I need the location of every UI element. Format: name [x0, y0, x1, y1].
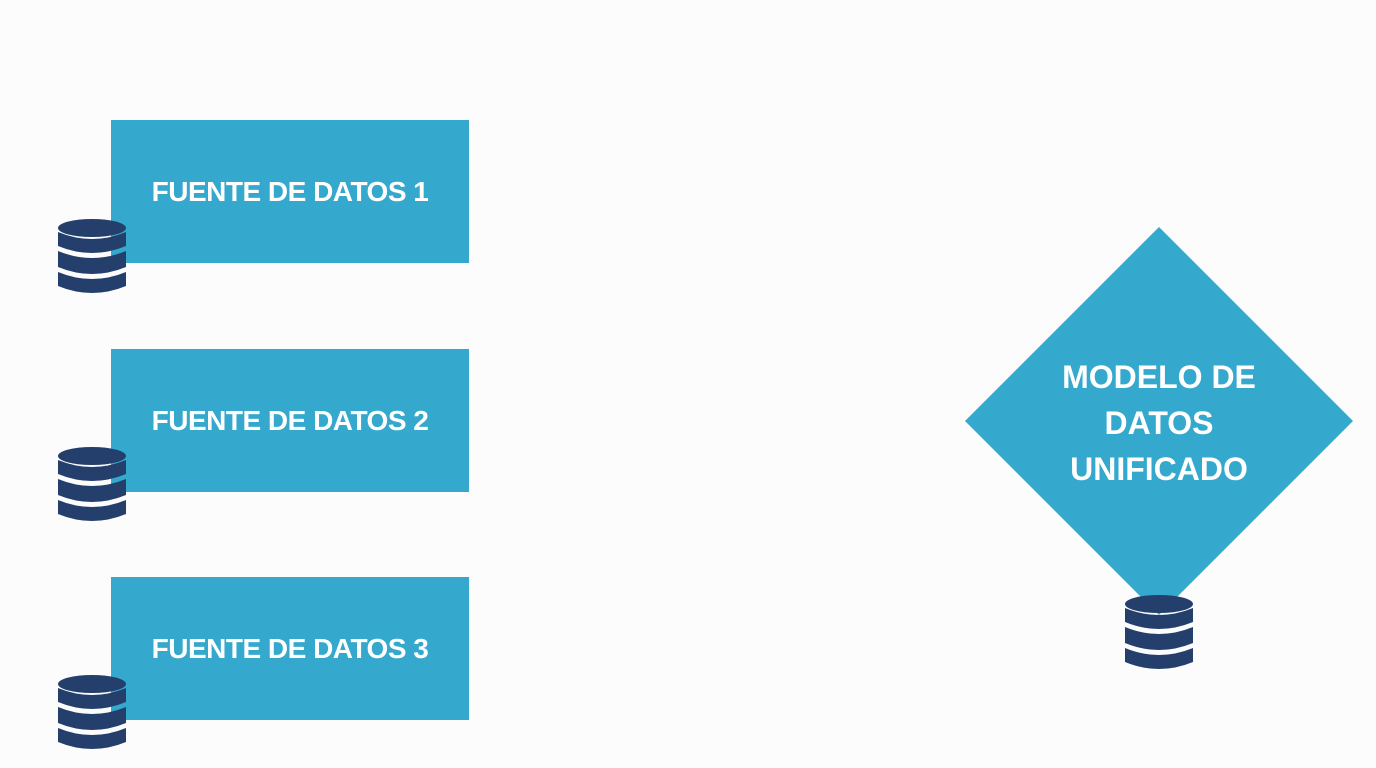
unified-model-label: MODELO DE DATOS UNIFICADO	[1062, 359, 1256, 487]
diamond-shape	[965, 227, 1353, 615]
database-icon	[1124, 594, 1194, 674]
source-box-2: FUENTE DE DATOS 2	[111, 349, 469, 492]
database-icon	[57, 218, 127, 298]
source-box-1: FUENTE DE DATOS 1	[111, 120, 469, 263]
source-label-3: FUENTE DE DATOS 3	[151, 632, 429, 664]
database-icon	[57, 446, 127, 526]
unified-model-diamond: MODELO DE DATOS UNIFICADO	[965, 227, 1353, 615]
source-label-1: FUENTE DE DATOS 1	[151, 175, 429, 207]
database-icon	[57, 674, 127, 754]
source-box-3: FUENTE DE DATOS 3	[111, 577, 469, 720]
source-label-2: FUENTE DE DATOS 2	[151, 404, 429, 436]
